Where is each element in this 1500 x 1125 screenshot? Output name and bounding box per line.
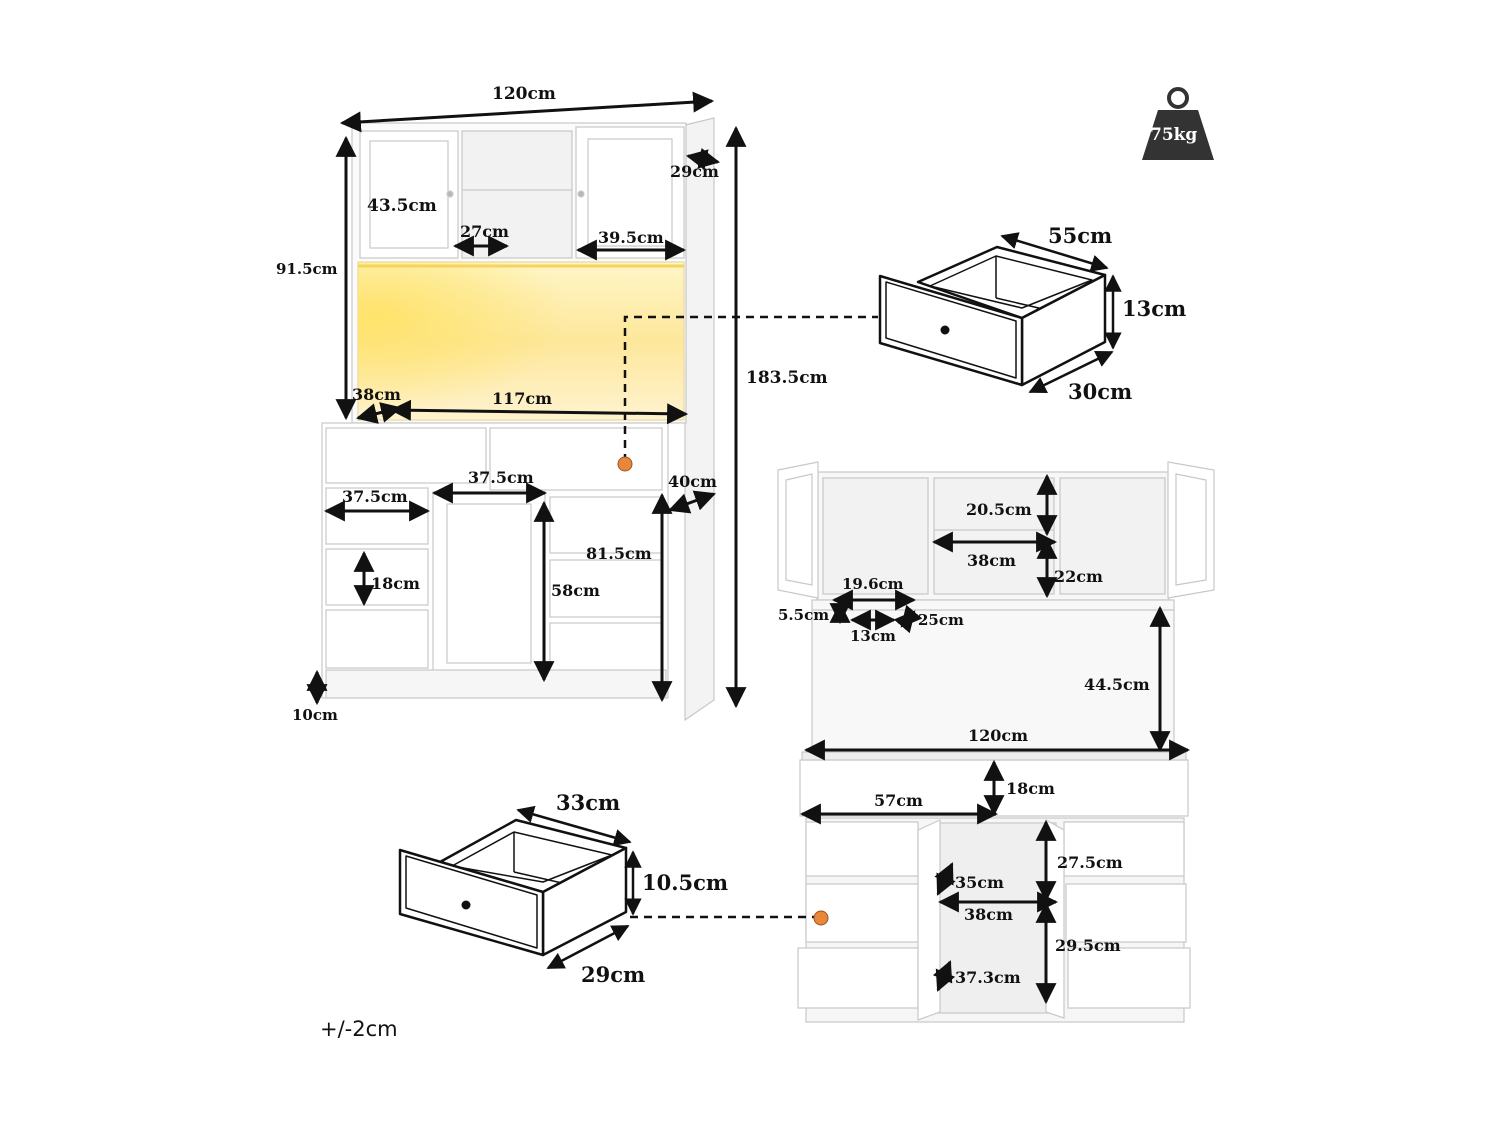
center-door-width-label: 37.5cm <box>468 468 534 487</box>
open-counter-width-label: 120cm <box>968 726 1029 745</box>
open-drawer-height-label: 18cm <box>1006 779 1055 798</box>
small-drawer-depth-label: 29cm <box>581 962 646 987</box>
open-height-label: 44.5cm <box>1084 675 1150 694</box>
left-drawer-2 <box>325 548 429 606</box>
tolerance-note: +/-2cm <box>320 1017 398 1041</box>
small-drawer-height-label: 10.5cm <box>642 870 729 895</box>
rack-slot-label: 25cm <box>918 611 964 629</box>
weight-icon <box>1142 87 1214 160</box>
drawer-marker-dot <box>617 456 633 472</box>
left-drawer-3 <box>325 609 429 669</box>
led-side-depth-label: 38cm <box>352 385 401 404</box>
large-drawer-drawing <box>878 245 1107 387</box>
upper-right-door <box>575 126 685 259</box>
rack-drop-label: 5.5cm <box>778 606 830 624</box>
top-drawer-right <box>489 427 663 491</box>
weight-label: 75kg <box>1150 125 1198 145</box>
large-drawer-height-label: 13cm <box>1122 296 1187 321</box>
shelf-width-label: 38cm <box>967 551 1016 570</box>
upper-shelf-width-label: 27cm <box>460 222 509 241</box>
connector-large-drawer <box>617 315 878 472</box>
cab-lower-height-label: 29.5cm <box>1055 936 1121 955</box>
open-right-upper-door <box>1167 461 1215 599</box>
large-drawer-depth-label: 30cm <box>1068 379 1133 404</box>
plinth <box>325 669 667 699</box>
small-drawer-dimension-lines <box>516 805 642 970</box>
center-door <box>432 491 546 678</box>
front-depth-top-label: 29cm <box>670 162 719 181</box>
right-drawer-2 <box>549 559 663 618</box>
right-drawer-1 <box>549 496 663 554</box>
cab-width-label: 38cm <box>964 905 1013 924</box>
rack-gap-label: 13cm <box>850 627 896 645</box>
connector-small-drawer <box>630 910 829 926</box>
door-knob <box>446 190 454 198</box>
upper-left-door <box>359 130 459 259</box>
base-depth-label: 40cm <box>668 472 717 491</box>
cab-upper-height-label: 27.5cm <box>1057 853 1123 872</box>
counter-width-label: 117cm <box>492 389 553 408</box>
cab-depth-upper-label: 35cm <box>955 873 1004 892</box>
hutch-height-label: 91.5cm <box>276 260 338 278</box>
drawer-height-label: 18cm <box>371 574 420 593</box>
front-view-cabinet <box>321 117 715 722</box>
open-view-dimension-lines <box>799 473 1191 1005</box>
upper-door-height-label: 43.5cm <box>367 196 437 216</box>
upper-door-width-label: 39.5cm <box>598 228 664 247</box>
cab-depth-lower-label: 37.3cm <box>955 968 1021 987</box>
open-left-upper-door <box>777 461 819 599</box>
shelf-bottom-height-label: 22cm <box>1054 567 1103 586</box>
small-drawer-width-label: 33cm <box>556 790 621 815</box>
large-drawer-width-label: 55cm <box>1048 223 1113 248</box>
rack-width-label: 19.6cm <box>842 575 904 593</box>
door-height-label: 58cm <box>551 581 600 600</box>
left-drawer-width-label: 37.5cm <box>342 487 408 506</box>
base-height-label: 81.5cm <box>586 544 652 563</box>
large-drawer-dimension-lines <box>1000 232 1122 394</box>
front-width-label: 120cm <box>492 84 556 104</box>
drawer-marker-dot <box>813 910 829 926</box>
total-height-label: 183.5cm <box>746 368 828 388</box>
cabinet-side-panel <box>684 117 715 722</box>
small-drawer-drawing <box>398 818 628 957</box>
shelf-top-height-label: 20.5cm <box>966 500 1032 519</box>
plinth-height-label: 10cm <box>292 706 338 724</box>
open-drawer-width-label: 57cm <box>874 791 923 810</box>
top-drawer-left <box>325 427 487 484</box>
front-view-dimension-lines <box>306 91 747 709</box>
